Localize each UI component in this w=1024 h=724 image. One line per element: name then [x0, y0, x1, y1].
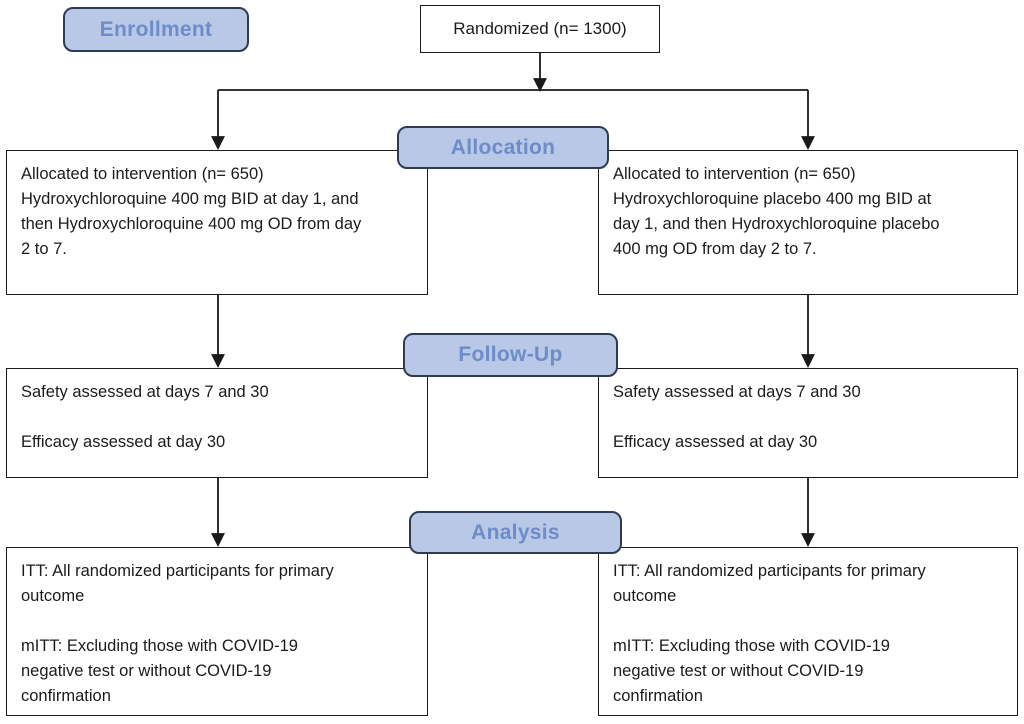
arrowhead-allocation-right [801, 136, 815, 151]
randomized-box: Randomized (n= 1300) [420, 5, 660, 53]
followup-box-hydroxychloroquine: Safety assessed at days 7 and 30 Efficac… [6, 368, 428, 478]
analysis-text-placebo: ITT: All randomized participants for pri… [613, 562, 926, 706]
analysis-text-hydroxychloroquine: ITT: All randomized participants for pri… [21, 562, 334, 706]
randomized-text: Randomized (n= 1300) [453, 19, 627, 38]
stage-badge-enrollment: Enrollment [63, 7, 249, 52]
stage-badge-allocation: Allocation [397, 126, 609, 169]
stage-badge-analysis: Analysis [409, 511, 622, 554]
analysis-box-hydroxychloroquine: ITT: All randomized participants for pri… [6, 547, 428, 716]
allocation-box-hydroxychloroquine: Allocated to intervention (n= 650) Hydro… [6, 150, 428, 295]
arrowhead-followup-right [801, 354, 815, 369]
arrowhead-randomized [533, 78, 547, 93]
analysis-box-placebo: ITT: All randomized participants for pri… [598, 547, 1018, 716]
stage-badge-followup: Follow-Up [403, 333, 618, 377]
stage-label-enrollment: Enrollment [99, 17, 213, 41]
stage-label-followup: Follow-Up [458, 343, 563, 366]
arrowhead-allocation-left [211, 136, 225, 151]
arrowhead-followup-left [211, 354, 225, 369]
stage-label-analysis: Analysis [471, 520, 560, 544]
followup-box-placebo: Safety assessed at days 7 and 30 Efficac… [598, 368, 1018, 478]
allocation-box-placebo: Allocated to intervention (n= 650) Hydro… [598, 150, 1018, 295]
stage-label-allocation: Allocation [450, 135, 556, 159]
arrowhead-analysis-right [801, 533, 815, 548]
arrowhead-analysis-left [211, 533, 225, 548]
followup-text-placebo: Safety assessed at days 7 and 30 Efficac… [613, 383, 861, 452]
followup-text-hydroxychloroquine: Safety assessed at days 7 and 30 Efficac… [21, 383, 269, 452]
allocation-text-hydroxychloroquine: Allocated to intervention (n= 650) Hydro… [21, 165, 362, 259]
allocation-text-placebo: Allocated to intervention (n= 650) Hydro… [613, 165, 940, 259]
